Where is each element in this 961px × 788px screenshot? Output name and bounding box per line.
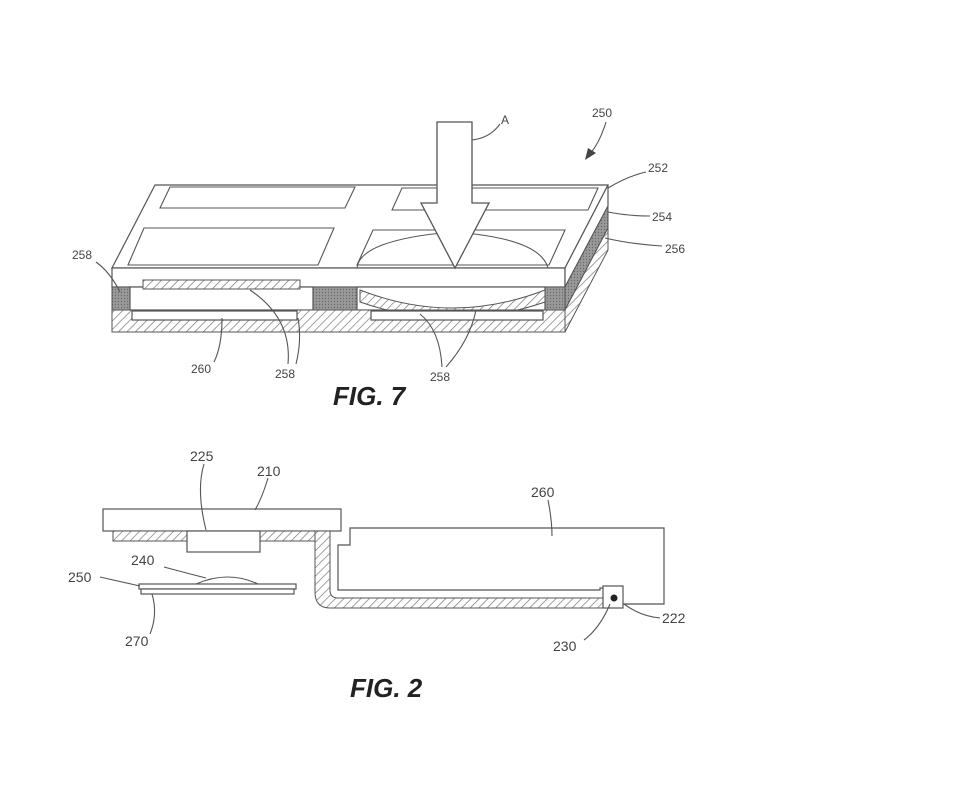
assembly-arrowhead-icon [585,148,596,160]
label-222: 222 [662,610,686,626]
label-258-center: 258 [275,367,295,381]
sensor-base [140,588,295,595]
bottom-electrode-right [370,310,544,321]
label-270: 270 [125,633,149,649]
figure-2: 225 210 260 240 250 270 222 230 FIG. 2 [68,448,686,703]
label-250: 250 [68,569,92,585]
window-front-right [356,229,566,266]
label-258-right: 258 [430,370,450,384]
front-dotted-left [111,286,131,311]
chip [186,530,261,553]
caption-fig-7: FIG. 7 [333,381,407,411]
front-dotted-right [544,286,566,311]
label-254: 254 [652,210,672,224]
top-face [111,184,609,269]
front-gap-left [129,286,314,311]
front-dotted-middle [312,286,358,311]
window-back-left [159,186,356,209]
adhesive-bump [195,576,259,585]
label-arrow-a: A [501,113,509,127]
label-240: 240 [131,552,155,568]
label-225: 225 [190,448,214,464]
window-front-left [127,227,335,266]
sensor-plate [138,583,297,590]
label-258-left: 258 [72,248,92,262]
window-back-right [391,187,599,211]
press-arrow-icon [419,121,491,270]
label-210: 210 [257,463,281,479]
caption-fig-2: FIG. 2 [350,673,423,703]
right-side-hatched [564,227,609,333]
label-256: 256 [665,242,685,256]
front-spacer-strip [142,279,301,290]
label-230: 230 [553,638,577,654]
contact-point-icon [610,594,618,602]
label-260-fig2: 260 [531,484,555,500]
circuit-board [102,508,342,532]
housing [337,527,665,605]
figure-7: A 250 252 254 256 258 260 258 258 FIG. 7 [72,106,685,411]
label-assembly-250: 250 [592,106,612,120]
label-260-fig7: 260 [191,362,211,376]
label-252: 252 [648,161,668,175]
bottom-electrode-left [131,310,298,321]
